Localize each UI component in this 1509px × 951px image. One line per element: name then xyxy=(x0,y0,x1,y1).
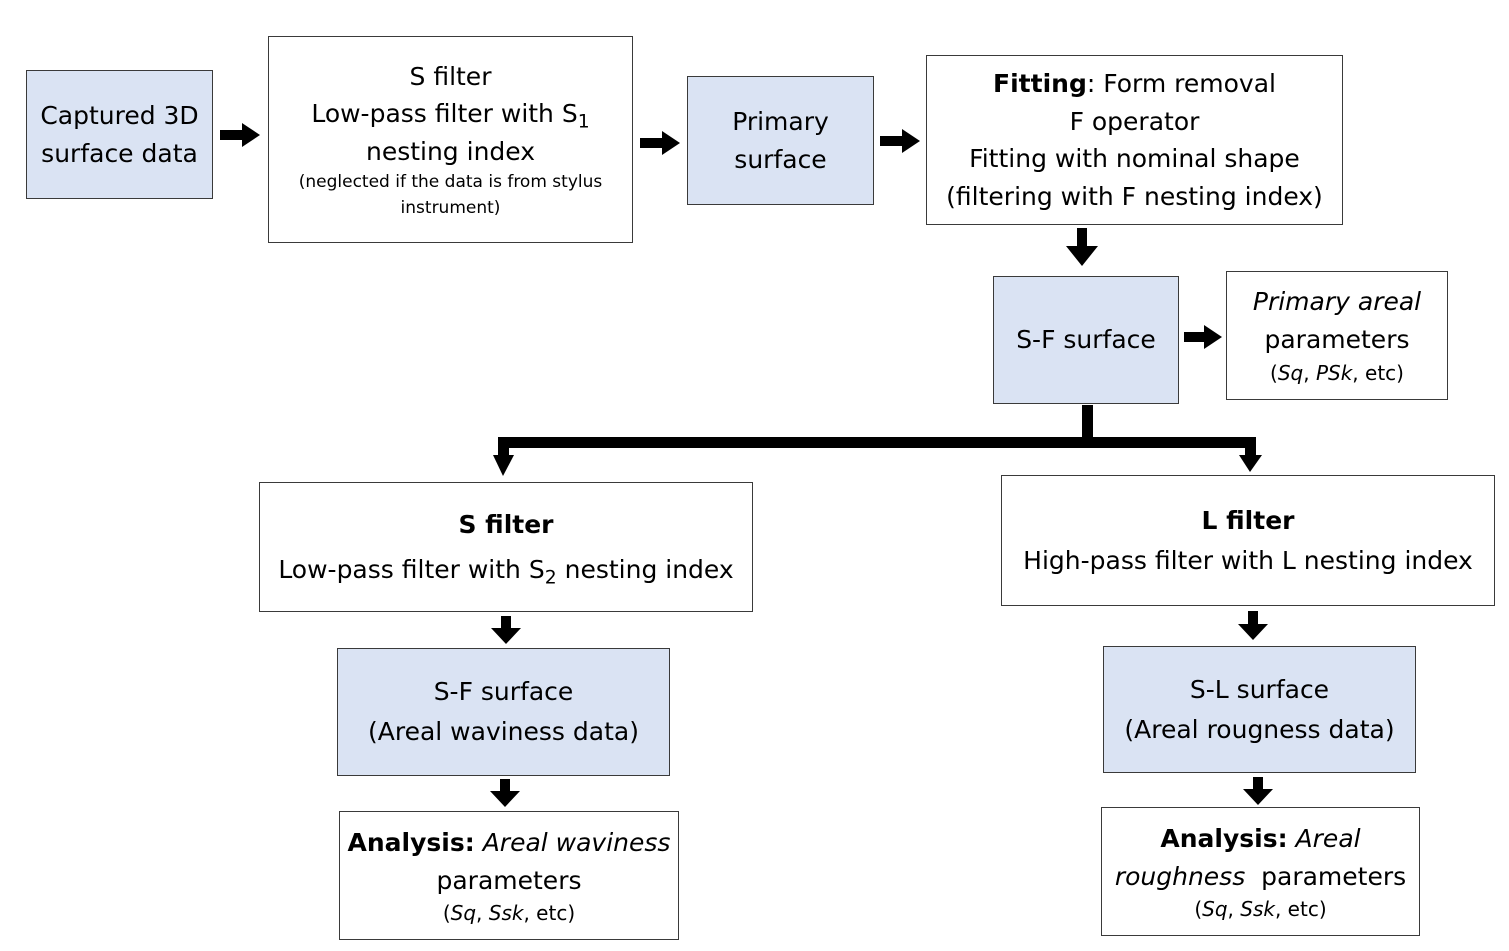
fitting-node: Fitting: Form removal F operator Fitting… xyxy=(926,55,1343,225)
s-filter-top-node: S filter Low-pass filter with S1 nesting… xyxy=(268,36,633,243)
s-filter-left-node: S filter Low-pass filter with S2 nesting… xyxy=(259,482,753,612)
arrow-sfilter-to-primary xyxy=(640,131,680,155)
arrow-lfilter-to-sl xyxy=(1238,611,1268,640)
arrow-sfilter2-to-waviness xyxy=(491,616,521,644)
arrow-sf-to-params xyxy=(1184,325,1222,349)
s-filter-top-line3: nesting index xyxy=(365,136,536,166)
arrow-waviness-to-analysis xyxy=(490,779,520,807)
arrow-fitting-to-sf xyxy=(1066,228,1098,266)
arrow-sl-to-analysis xyxy=(1243,777,1273,805)
primary-params-examples: (Sq, PSk, etc) xyxy=(1270,361,1404,385)
fitting-line4: (filtering with F nesting index) xyxy=(946,181,1323,211)
l-filter-node: L filter High-pass filter with L nesting… xyxy=(1001,475,1495,606)
branch-stem xyxy=(1082,405,1093,448)
sl-surface-node: S-L surface (Areal rougness data) xyxy=(1103,646,1416,773)
primary-line2: surface xyxy=(734,144,827,174)
fitting-line3: Fitting with nominal shape xyxy=(969,144,1300,173)
l-filter-line2: High-pass filter with L nesting index xyxy=(1023,545,1473,575)
branch-right-drop xyxy=(1245,437,1256,455)
branch-bar xyxy=(498,437,1256,448)
s-filter-top-line2: Low-pass filter with S1 xyxy=(311,99,590,133)
s-filter-top-note: (neglected if the data is from stylus in… xyxy=(298,172,603,218)
analysis-waviness-examples: (Sq, Ssk, etc) xyxy=(442,901,576,925)
analysis-waviness-line1: Analysis: Areal waviness xyxy=(347,828,671,857)
captured-line1: Captured 3D xyxy=(40,101,199,130)
l-filter-title: L filter xyxy=(1201,505,1295,535)
primary-params-line1: Primary areal xyxy=(1252,287,1422,316)
analysis-roughness-line2: roughness parameters xyxy=(1114,861,1407,891)
analysis-waviness-line2: parameters xyxy=(436,865,582,895)
sf-waviness-line2: (Areal waviness data) xyxy=(368,717,639,746)
fitting-line1: Fitting: Form removal xyxy=(993,69,1276,98)
sl-line1: S-L surface xyxy=(1189,674,1330,704)
arrow-primary-to-fitting xyxy=(880,129,920,153)
primary-line1: Primary xyxy=(732,107,829,136)
arrow-branch-left xyxy=(493,455,514,476)
primary-params-node: Primary areal parameters (Sq, PSk, etc) xyxy=(1226,271,1448,400)
analysis-roughness-node: Analysis: Areal roughness parameters (Sq… xyxy=(1101,807,1420,936)
s-filter-left-title: S filter xyxy=(458,510,554,539)
sf-surface-waviness-node: S-F surface (Areal waviness data) xyxy=(337,648,670,776)
fitting-line2: F operator xyxy=(1069,106,1200,136)
sl-line2: (Areal rougness data) xyxy=(1124,714,1395,744)
sf-surface-top-label: S-F surface xyxy=(1016,325,1156,355)
primary-surface-node: Primary surface xyxy=(687,76,874,205)
analysis-roughness-examples: (Sq, Ssk, etc) xyxy=(1194,897,1327,921)
s-filter-top-title: S filter xyxy=(409,61,492,91)
primary-params-line2: parameters xyxy=(1264,324,1410,354)
arrow-branch-right xyxy=(1239,455,1262,472)
branch-left-drop xyxy=(498,437,509,457)
sf-surface-top-node: S-F surface xyxy=(993,276,1179,404)
captured-line2: surface data xyxy=(41,138,198,168)
analysis-roughness-line1: Analysis: Areal xyxy=(1160,824,1361,853)
captured-3d-surface-data-node: Captured 3D surface data xyxy=(26,70,213,199)
arrow-captured-to-sfilter xyxy=(220,123,260,147)
analysis-waviness-node: Analysis: Areal waviness parameters (Sq,… xyxy=(339,811,679,940)
sf-waviness-line1: S-F surface xyxy=(433,677,574,706)
s-filter-left-line2: Low-pass filter with S2 nesting index xyxy=(278,555,734,589)
